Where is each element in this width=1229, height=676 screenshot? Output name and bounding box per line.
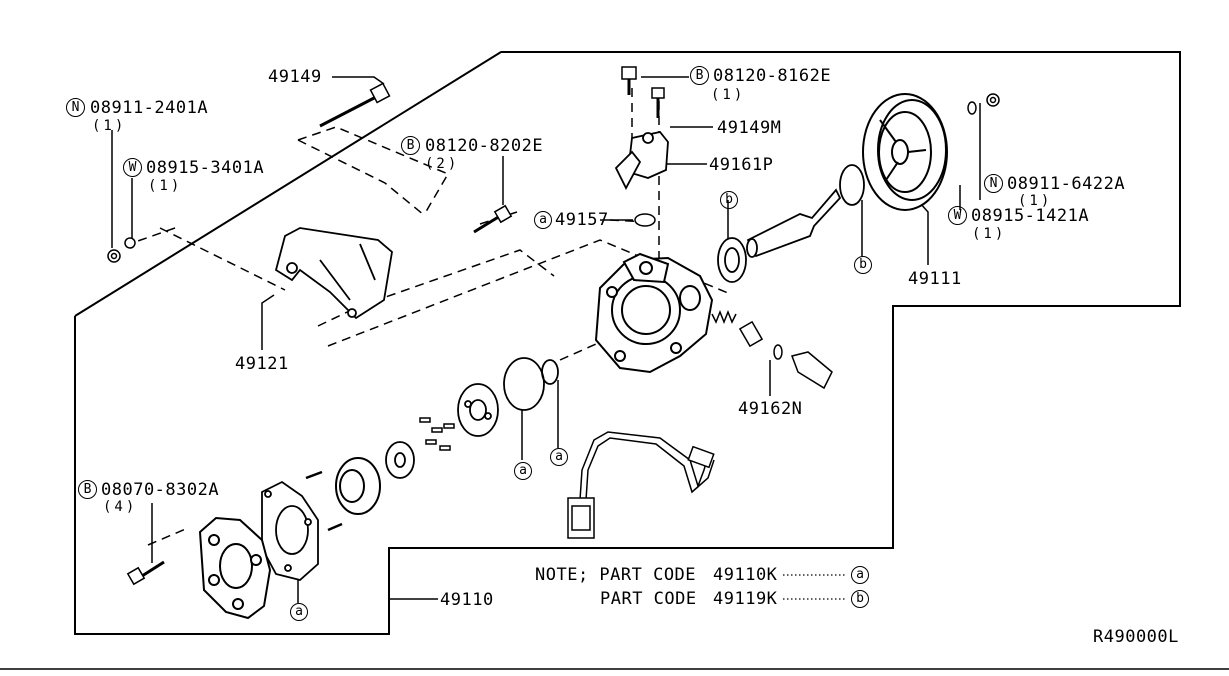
part-label-49149: 49149 [268, 67, 322, 87]
kit-marker-a: a [534, 211, 552, 229]
prefix-marker: N [66, 98, 85, 117]
note-line2-marker: b [851, 590, 869, 608]
kit-marker-a: a [550, 448, 568, 466]
fastener-code: 08070-8302A [101, 480, 220, 500]
part-label-49111: 49111 [908, 269, 962, 289]
note-line1-prefix: NOTE; PART CODE [535, 565, 697, 585]
fastener-qty: (2) [425, 156, 460, 172]
fastener-code: 08911-6422A [1007, 174, 1126, 194]
part-label-49149M: 49149M [717, 118, 782, 138]
note-line1-marker: a [851, 566, 869, 584]
prefix-marker: W [123, 158, 142, 177]
fastener-qty: (1) [1018, 193, 1053, 209]
kit-marker-a: a [514, 462, 532, 480]
drawing-code: R490000L [1093, 627, 1179, 647]
note-line1-code: 49110K [713, 565, 778, 585]
fastener-qty: (4) [103, 499, 138, 515]
fastener-code: 08911-2401A [90, 98, 209, 118]
note-line2-prefix: PART CODE [600, 589, 697, 609]
fastener-qty: (1) [972, 226, 1007, 242]
fastener-qty: (1) [148, 178, 183, 194]
fastener-code: 08120-8162E [713, 66, 832, 86]
part-label-49162N: 49162N [738, 399, 803, 419]
kit-marker-b: b [854, 256, 872, 274]
prefix-marker: B [401, 136, 420, 155]
part-label-49110: 49110 [440, 590, 494, 610]
part-label-49157: 49157 [555, 210, 609, 230]
fastener-code: 08915-3401A [146, 158, 265, 178]
fastener-qty: (1) [92, 118, 127, 134]
kit-marker-a: a [290, 603, 308, 621]
note-line2-code: 49119K [713, 589, 778, 609]
prefix-marker: B [690, 66, 709, 85]
fastener-qty: (1) [711, 87, 746, 103]
assembly-boundary [74, 51, 1181, 635]
fastener-code: 08120-8202E [425, 136, 544, 156]
prefix-marker: W [948, 206, 967, 225]
part-label-49121: 49121 [235, 354, 289, 374]
kit-marker-b: b [720, 191, 738, 209]
part-label-49161P: 49161P [709, 155, 774, 175]
prefix-marker: B [78, 480, 97, 499]
prefix-marker: N [984, 174, 1003, 193]
fastener-code: 08915-1421A [971, 206, 1090, 226]
